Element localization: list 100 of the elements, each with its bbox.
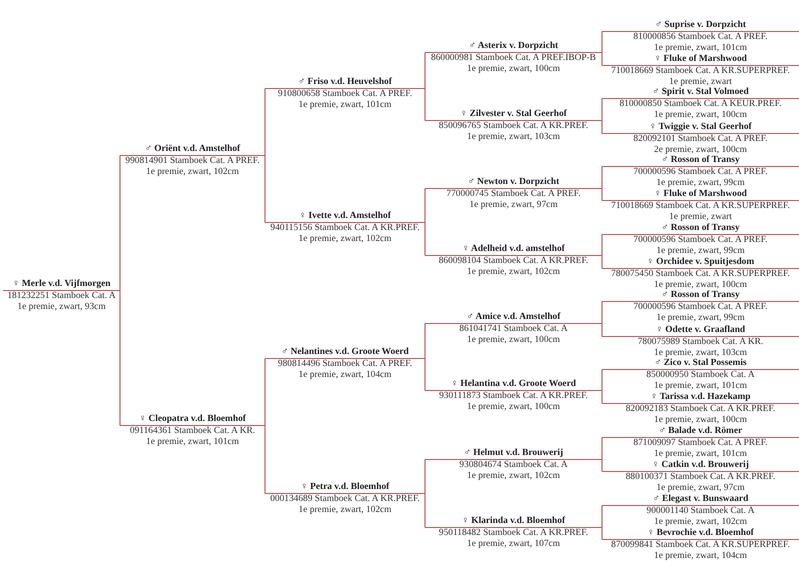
pedigree-line [264, 155, 266, 223]
premium-text: 1e premie, zwart, 103cm [466, 132, 561, 143]
premium-text: 1e premie, zwart, 101cm [653, 381, 748, 392]
horse-name: ♀ Adelheid v.d. amstelhof [425, 244, 602, 256]
premium-text: 1e premie, zwart, 104cm [298, 370, 392, 381]
registration-text: 820092183 Stamboek Cat. A KR.PREF. [624, 404, 776, 415]
premium-text: 1e premie, zwart, 102cm [145, 167, 240, 178]
horse-name: ♀ Zilvester v. Stal Geerhof [425, 109, 602, 121]
registration-text: 700000596 Stamboek Cat. A PREF. [632, 302, 769, 313]
premium-text: 1e premie, zwart, 104cm [653, 551, 748, 562]
horse-name: ♀ Petra v.d. Bloemhof [265, 482, 425, 494]
premium-text: 1e premie, zwart, 100cm [466, 402, 561, 413]
premium-text: 1e premie, zwart [668, 212, 733, 223]
pedigree-line [424, 222, 426, 256]
registration-text: 850000950 Stamboek Cat. A [645, 370, 756, 381]
registration-text: 780075989 Stamboek Cat. A KR. [636, 337, 764, 348]
horse-name: ♂ Rosson of Transy [602, 155, 799, 167]
horse-name: ♀ Cleopatra v.d. Bloemhof [120, 414, 265, 426]
premium-text: 1e premie, zwart, 100cm [653, 415, 748, 426]
registration-text: 990814901 Stamboek Cat. A PREF. [124, 156, 261, 167]
horse-name: ♂ Amice v.d. Amstelhof [425, 312, 602, 324]
horse-name: ♂ Spirit v. Stal Volmoed [602, 87, 799, 99]
premium-text: 2e premie, zwart, 100cm [653, 145, 748, 155]
premium-text: 1e premie, zwart [668, 77, 733, 88]
registration-text: 850096765 Stamboek Cat. A KR.PREF. [438, 121, 590, 132]
registration-text: 930111873 Stamboek Cat. A KR.PREF. [438, 391, 589, 402]
premium-text: 1e premie, zwart, 100cm [653, 110, 748, 121]
horse-name: ♀ Merle v.d. Vijfmorgen [3, 279, 120, 291]
pedigree-line [424, 188, 426, 223]
pedigree-line [424, 358, 426, 391]
registration-text: 770000745 Stamboek Cat. A PREF. [445, 189, 582, 200]
registration-text: 000134689 Stamboek Cat. A KR.PREF. [269, 494, 421, 505]
premium-text: 1e premie, zwart, 100cm [466, 64, 561, 75]
premium-text: 1e premie, zwart, 103cm [653, 348, 748, 358]
horse-name: ♀ Orchidee v. Spuitjesdom [602, 257, 799, 269]
registration-text: 950118482 Stamboek Cat. A KR.PREF. [438, 528, 590, 539]
horse-name: ♂ Asterix v. Dorpzicht [425, 41, 602, 53]
horse-name: ♂ Friso v.d. Heuvelshof [265, 77, 425, 89]
horse-name: ♂ Rosson of Transy [602, 290, 799, 302]
registration-text: 181232251 Stamboek Cat. A [6, 291, 117, 302]
horse-name: ♂ Balade v.d. Römer [602, 426, 799, 438]
premium-text: 1e premie, zwart, 99cm [655, 313, 746, 324]
registration-text: 700000596 Stamboek Cat. A PREF. [632, 167, 769, 178]
horse-name: ♂ Oriënt v.d. Amstelhof [120, 144, 265, 156]
registration-text: 900001140 Stamboek Cat. A [646, 506, 756, 517]
horse-name: ♂ Nelantines v.d. Groote Woerd [265, 347, 425, 359]
registration-text: 871009097 Stamboek Cat. A PREF. [632, 438, 769, 449]
registration-text: 870099841 Stamboek Cat. A KR.SUPERPREF. [610, 540, 791, 551]
horse-name: ♀ Fluke of Marshwood [602, 54, 799, 66]
horse-name: ♀ Klarinda v.d. Bloemhof [425, 516, 602, 528]
horse-name: ♀ Bevrochie v.d. Bloemhof [602, 528, 799, 540]
horse-name: ♂ Newton v. Dorpzicht [425, 177, 602, 189]
premium-text: 1e premie, zwart, 99cm [655, 178, 746, 189]
registration-text: 700000596 Stamboek Cat. A PREF. [632, 235, 769, 246]
premium-text: 1e premie, zwart, 101cm [298, 100, 392, 111]
horse-name: ♂ Zico v. Stal Possemis [602, 358, 799, 370]
registration-text: 820092101 Stamboek Cat. A PREF. [632, 134, 769, 145]
registration-text: 810000850 Stamboek Cat. A KEUR.PREF. [618, 99, 783, 110]
pedigree-line [264, 425, 266, 494]
pedigree-line [264, 88, 266, 156]
pedigree-line [264, 358, 266, 426]
registration-text: 860098104 Stamboek Cat. A KR.PREF. [438, 256, 590, 267]
premium-text: 1e premie, zwart, 101cm [145, 437, 240, 448]
horse-name: ♀ Ivette v.d. Amstelhof [265, 211, 425, 223]
registration-text: 860000981 Stamboek Cat. A PREF.IBOP-B [430, 53, 597, 64]
premium-text: 1e premie, zwart, 102cm [298, 234, 392, 245]
premium-text: 1e premie, zwart, 101cm [653, 449, 748, 460]
registration-text: 091164361 Stamboek Cat. A KR. [128, 426, 256, 437]
registration-text: 780075450 Stamboek Cat. A KR.SUPERPREF. [610, 269, 791, 280]
horse-name: ♀ Fluke of Marshwood [602, 189, 799, 201]
pedigree-line [424, 323, 426, 359]
horse-name: ♀ Helantina v.d. Groote Woerd [425, 379, 602, 391]
horse-name: ♀ Catkin v.d. Brouwerij [602, 460, 799, 472]
pedigree-line [424, 493, 426, 528]
premium-text: 1e premie, zwart, 99cm [655, 246, 746, 257]
premium-text: 1e premie, zwart, 102cm [466, 471, 561, 482]
horse-name: ♂ Helmut v.d. Brouwerij [425, 448, 602, 460]
horse-name: ♀ Odette v. Graafland [602, 325, 799, 337]
registration-text: 940115156 Stamboek Cat. A KR.PREF. [269, 223, 421, 234]
premium-text: 1e premie, zwart, 101cm [653, 43, 748, 54]
horse-name: ♂ Elegast v. Bunswaard [602, 494, 799, 506]
registration-text: 710018669 Stamboek Cat. A KR.SUPERPREF. [610, 66, 791, 77]
premium-text: 1e premie, zwart, 102cm [298, 505, 392, 516]
registration-text: 880100371 Stamboek Cat. A KR.PREF. [624, 472, 776, 483]
pedigree-line [424, 88, 426, 121]
pedigree-line [424, 459, 426, 494]
registration-text: 710018669 Stamboek Cat. A KR.SUPERPREF. [610, 201, 791, 212]
premium-text: 1e premie, zwart, 102cm [653, 517, 748, 528]
premium-text: 1e premie, zwart, 102cm [466, 267, 561, 278]
horse-name: ♀ Twiggie v. Stal Geerhof [602, 122, 799, 134]
horse-name: ♀ Tarissa v.d. Hazekamp [602, 392, 799, 404]
premium-text: 1e premie, zwart, 107cm [466, 539, 561, 550]
horse-name: ♂ Rosson of Transy [602, 223, 799, 235]
registration-text: 861041741 Stamboek Cat. A [458, 324, 569, 335]
premium-text: 1e premie, zwart, 100cm [466, 335, 561, 346]
premium-text: 1e premie, zwart, 100cm [653, 280, 748, 290]
registration-text: 910800658 Stamboek Cat. A PREF. [276, 89, 414, 100]
horse-name: ♂ Suprise v. Dorpzicht [602, 20, 799, 32]
premium-text: 1e premie, zwart, 93cm [16, 302, 107, 313]
premium-text: 1e premie, zwart, 97cm [468, 200, 559, 211]
